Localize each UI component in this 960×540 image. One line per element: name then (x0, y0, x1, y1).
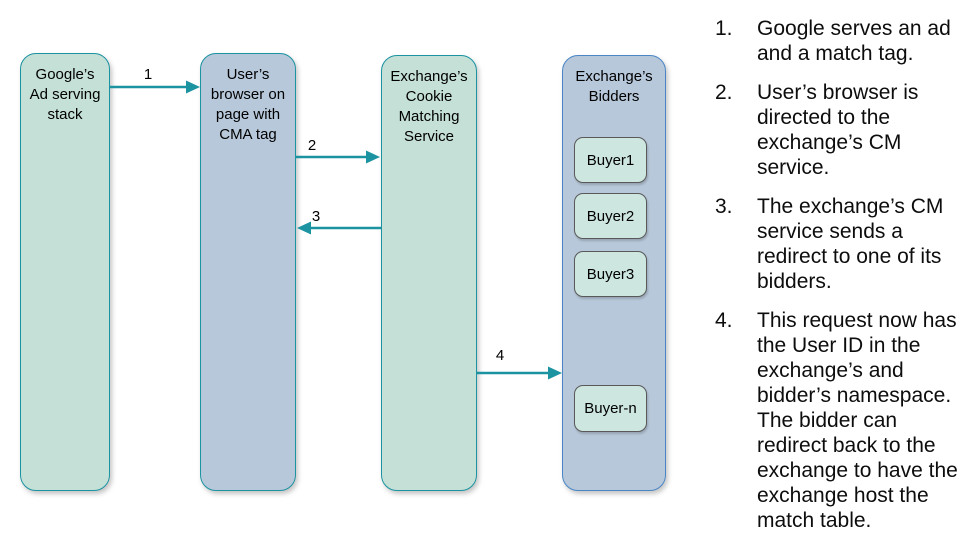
arrow-label-2: 2 (307, 137, 317, 154)
arrowhead-right-icon (186, 80, 200, 94)
node-google-ad-serving-stack: Google’s Ad serving stack (20, 53, 110, 491)
arrow-step-4 (477, 366, 562, 380)
step-text: Google serves an ad and a match tag. (757, 17, 951, 65)
step-item-2: 2. User’s browser is directed to the exc… (715, 80, 960, 180)
step-list: 1. Google serves an ad and a match tag. … (715, 16, 960, 540)
arrow-label-4: 4 (495, 347, 505, 364)
arrow-label-1: 1 (143, 66, 153, 83)
step-item-3: 3. The exchange’s CM service sends a red… (715, 194, 960, 294)
step-number: 3. (715, 195, 733, 218)
arrowhead-right-icon (548, 366, 562, 380)
step-item-4: 4. This request now has the User ID in t… (715, 308, 960, 533)
step-number: 2. (715, 81, 733, 104)
step-text: User’s browser is directed to the exchan… (757, 81, 919, 179)
step-number: 1. (715, 17, 733, 40)
buyer-box-3: Buyer3 (574, 251, 647, 297)
node-users-browser: User’s browser on page with CMA tag (200, 53, 296, 491)
buyer-box-n: Buyer-n (574, 385, 647, 432)
node-label: Exchange’s Bidders (575, 68, 653, 105)
step-text: The exchange’s CM service sends a redire… (757, 195, 944, 293)
step-text: This request now has the User ID in the … (757, 309, 958, 532)
node-exchange-cookie-matching-service: Exchange’s Cookie Matching Service (381, 55, 477, 491)
node-label: User’s browser on page with CMA tag (210, 66, 286, 143)
buyer-box-2: Buyer2 (574, 193, 647, 239)
step-number: 4. (715, 309, 733, 332)
node-label: Google’s Ad serving stack (29, 66, 101, 123)
arrowhead-right-icon (366, 150, 380, 164)
arrow-label-3: 3 (311, 208, 321, 225)
step-item-1: 1. Google serves an ad and a match tag. (715, 16, 960, 66)
buyer-box-1: Buyer1 (574, 137, 647, 183)
node-label: Exchange’s Cookie Matching Service (390, 68, 468, 145)
